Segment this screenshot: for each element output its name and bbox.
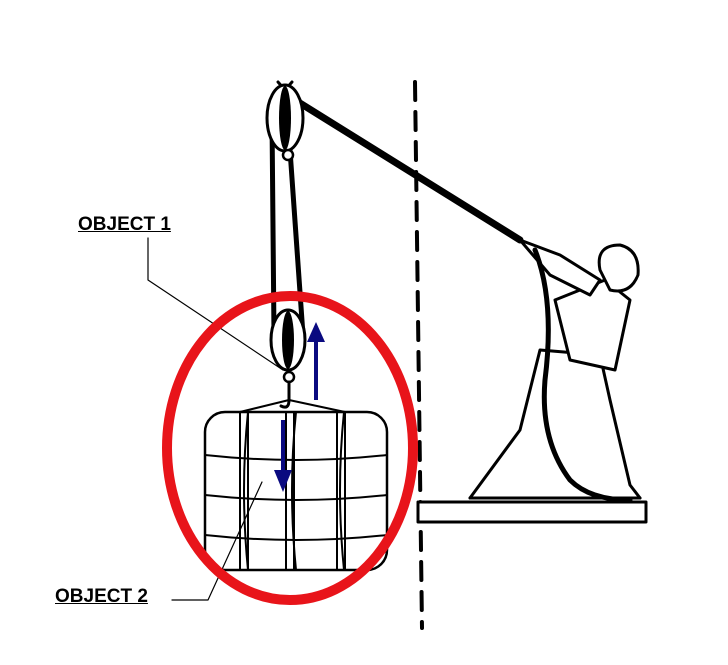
arrow-up-icon (307, 322, 325, 400)
dashed-boundary (413, 80, 424, 630)
bale (203, 399, 389, 572)
object1-label: OBJECT 1 (78, 214, 171, 235)
arrow-down-icon (274, 420, 292, 492)
highlight-circle (162, 291, 418, 605)
object2-label: OBJECT 2 (55, 586, 148, 607)
hook (279, 380, 291, 409)
object2-leader (171, 481, 263, 601)
platform (416, 500, 648, 524)
object1-leader (147, 237, 284, 371)
man-pulling-rope (468, 238, 642, 503)
